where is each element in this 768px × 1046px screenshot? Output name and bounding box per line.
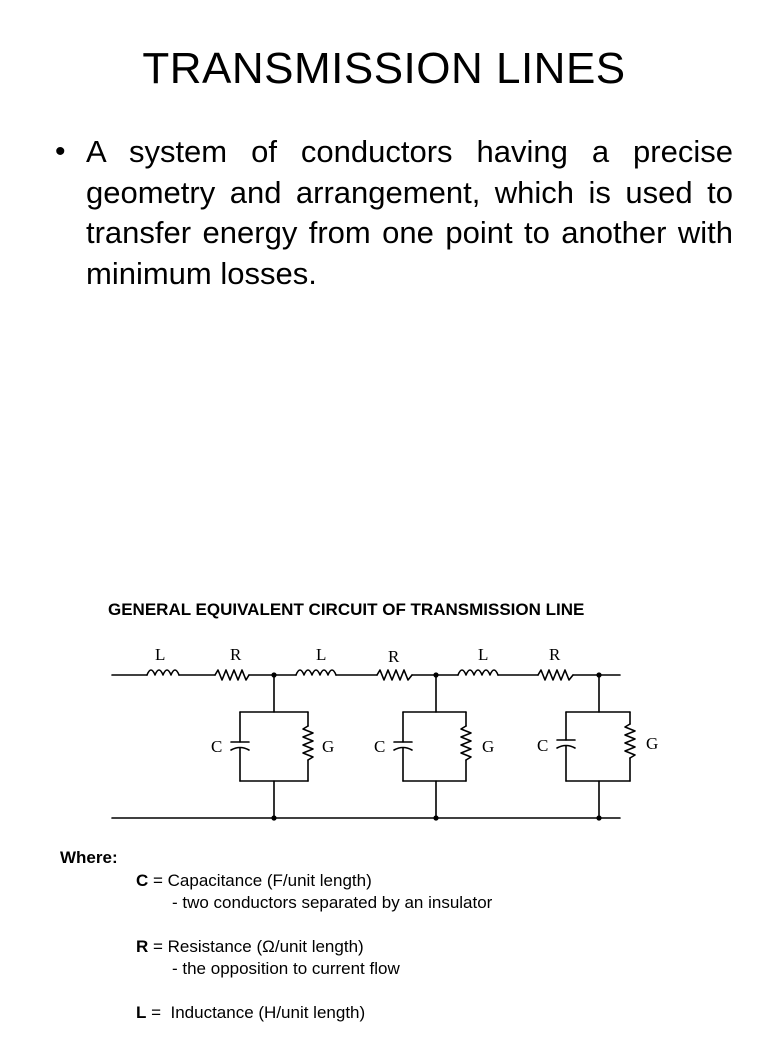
definition-note: - the opposition to current flow: [172, 959, 400, 978]
label-L-3: L: [478, 645, 488, 664]
definition-symbol: R: [136, 937, 149, 956]
label-G-3: G: [646, 734, 658, 753]
definition-resistance: R = Resistance (Ω/unit length) - the opp…: [136, 936, 736, 980]
definition-symbol: C: [136, 871, 149, 890]
definitions-heading: Where:: [60, 848, 118, 867]
label-C-3: C: [537, 736, 548, 755]
label-L-2: L: [316, 645, 326, 664]
conductance-2: [460, 725, 472, 761]
definition-note: - two conductors separated by an insulat…: [172, 893, 493, 912]
definition-meaning: = Resistance (Ω/unit length): [148, 937, 364, 956]
conductance-3: [624, 723, 636, 759]
label-G-1: G: [322, 737, 334, 756]
label-C-2: C: [374, 737, 385, 756]
conductance-1: [302, 725, 314, 761]
definitions-list: C = Capacitance (F/unit length) - two co…: [136, 870, 736, 1046]
bullet-dot: •: [55, 135, 66, 168]
resistor-1: [214, 669, 250, 681]
label-R-1: R: [230, 645, 242, 664]
label-L-1: L: [155, 645, 165, 664]
circuit-section-2: [295, 669, 472, 819]
inductor-1: [146, 669, 180, 676]
inductor-2: [295, 669, 337, 676]
inductor-3: [457, 669, 499, 676]
circuit-section-1: [111, 669, 314, 819]
resistor-2: [376, 669, 413, 681]
label-G-2: G: [482, 737, 494, 756]
slide-title: TRANSMISSION LINES: [142, 44, 626, 93]
equivalent-circuit-diagram: L R C G L R C G L R C G: [111, 645, 658, 821]
label-C-1: C: [211, 737, 222, 756]
label-R-3: R: [549, 645, 561, 664]
resistor-3: [537, 669, 574, 681]
label-R-2: R: [388, 647, 400, 666]
bullet-text: A system of conductors having a precise …: [86, 134, 733, 291]
definition-symbol: L: [136, 1003, 147, 1022]
definition-capacitance: C = Capacitance (F/unit length) - two co…: [136, 870, 736, 914]
definition-inductance: L = Inductance (H/unit length): [136, 1002, 736, 1024]
junction-dots: [271, 672, 602, 821]
definition-meaning: = Inductance (H/unit length): [146, 1003, 366, 1022]
definition-meaning: = Capacitance (F/unit length): [148, 871, 372, 890]
circuit-caption: GENERAL EQUIVALENT CIRCUIT OF TRANSMISSI…: [108, 600, 585, 619]
